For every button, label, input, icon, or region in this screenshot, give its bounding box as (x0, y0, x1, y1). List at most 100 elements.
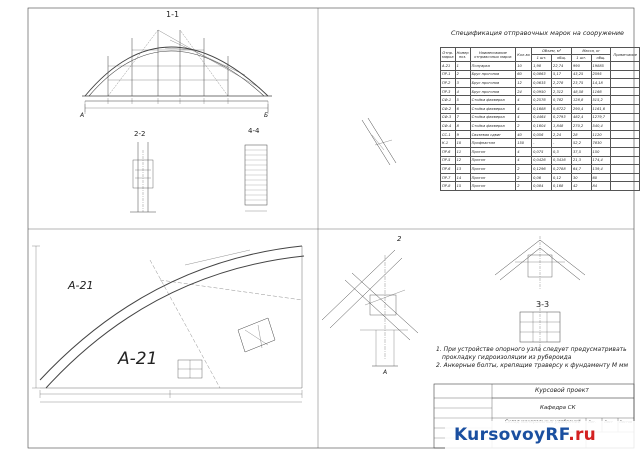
spec-cell: 1166 (590, 86, 612, 97)
spec-cell: 42 (571, 181, 592, 191)
logo-text: KursovoyRF (454, 425, 569, 445)
title-dept: Кафедра СК (540, 405, 576, 411)
spec-cell: СС-1 (440, 129, 456, 140)
spec-cell: 13 (454, 164, 471, 174)
spec-cell: 48,58 (571, 86, 592, 97)
spec-cell: Стойка фахверка (469, 95, 517, 105)
spec-cell: Полуарка (469, 61, 517, 71)
spec-cell: 10 (515, 61, 533, 71)
spec-cell: 0,056 (531, 129, 553, 140)
ridge-node-detail (494, 236, 586, 290)
spec-cell: Прогон (469, 172, 517, 183)
spec-cell: 7830 (590, 138, 612, 148)
spec-cell: Профнастил (469, 138, 517, 148)
spec-cell: 4 (515, 155, 533, 166)
spec-cell: 2 (515, 164, 533, 174)
title-project: Курсовой проект (535, 387, 589, 394)
spec-cell: 0,782 (551, 95, 572, 105)
spec-cell: 270,2 (571, 121, 592, 131)
spec-cell: 5,17 (551, 69, 572, 80)
spec-cell: ПР-6 (440, 164, 456, 174)
spec-cell: 1161,6 (590, 103, 612, 114)
spec-cell: СФ-4 (440, 121, 456, 131)
spec-cell: 0,3 (551, 146, 572, 157)
spec-cell: 5 (454, 95, 471, 105)
spec-col-name: Наименование отправочных марок (469, 47, 517, 62)
spec-cell: 10 (454, 138, 471, 148)
spec-sub-mass-1: 1 шт. (571, 54, 592, 62)
spec-cell: 12 (454, 155, 471, 166)
spec-cell: 14 (454, 172, 471, 183)
spec-col-note: Примечание (610, 47, 640, 62)
spec-cell-note (610, 69, 640, 80)
spec-cell: 2 (515, 181, 533, 191)
node-2-detail (321, 249, 419, 367)
spec-cell-note (610, 95, 640, 105)
half-arch-a21 (32, 245, 305, 403)
spec-cell: 0,2576 (531, 95, 553, 105)
spec-table: Отпр. марка Номер поз. Наименование отпр… (440, 47, 640, 191)
spec-cell: 150 (515, 138, 533, 148)
spec-cell: 28 (571, 129, 592, 140)
spec-cell: Связевая сдвиг (469, 129, 517, 140)
spec-cell: 6 (454, 103, 471, 114)
spec-cell: К-1 (440, 138, 456, 148)
label-arch-a21-small: А-21 (68, 279, 94, 292)
label-node-B: Б (264, 112, 269, 119)
spec-cell-note (610, 61, 640, 71)
spec-cell: А-21 (440, 61, 456, 71)
spec-cell: 4 (515, 103, 533, 114)
spec-cell: 40 (515, 129, 533, 140)
spec-cell-note (610, 155, 640, 166)
spec-cell: 1,848 (551, 121, 572, 131)
spec-cell: 1279,7 (590, 112, 612, 123)
column-section-2-2 (130, 142, 156, 213)
spec-col-pos: Номер поз. (454, 47, 471, 62)
spec-cell-note (610, 112, 640, 123)
watermark-logo[interactable]: KursovoyRF.ru (454, 425, 596, 445)
spec-cell: 64,7 (571, 164, 592, 174)
spec-cell: 12 (515, 78, 533, 88)
spec-title: Спецификация отправочных марок на сооруж… (451, 29, 624, 37)
spec-cell: 22,74 (551, 61, 572, 71)
spec-col-mark: Отпр. марка (440, 47, 456, 62)
spec-cell: 2,278 (551, 78, 572, 88)
spec-cell-note (610, 164, 640, 174)
spec-cell: 0,2788 (551, 164, 572, 174)
section-4-4 (244, 144, 268, 212)
spec-cell: 0,0426 (531, 155, 553, 166)
spec-cell: 60 (590, 172, 612, 183)
spec-cell: Стойка фахверка (469, 112, 517, 123)
note-line-1: 1. При устройстве опорного узла следует … (436, 346, 627, 353)
spec-col-volume: Объем, м³ (531, 47, 572, 55)
label-section-2-2: 2-2 (134, 130, 146, 138)
spec-cell: СФ-3 (440, 112, 456, 123)
spec-cell: 4 (454, 86, 471, 97)
spec-cell: Стойка фахверка (469, 121, 517, 131)
spec-cell: 4 (515, 112, 533, 123)
spec-cell: Прогон (469, 155, 517, 166)
spec-cell: Брус прогонов (469, 86, 517, 97)
spec-cell: Стойка фахверка (469, 103, 517, 114)
spec-cell-note (610, 129, 640, 140)
spec-cell: ПР-1 (440, 69, 456, 80)
spec-cell: Брус прогонов (469, 69, 517, 80)
spec-cell: Брус прогонов (469, 78, 517, 88)
spec-cell: 37,5 (571, 146, 592, 157)
spec-cell: 0,1604 (531, 121, 553, 131)
sheet-border (27, 7, 635, 449)
spec-cell: 60 (515, 69, 533, 80)
label-section-4-4: 4-4 (248, 127, 260, 135)
spec-cell: 174,4 (590, 155, 612, 166)
spec-cell: 0,4464 (531, 112, 553, 123)
spec-cell: 15 (454, 181, 471, 191)
note-line-3: 2. Анкерные болты, крепящие траверсу к ф… (436, 362, 629, 369)
spec-cell: 0,1296 (531, 164, 553, 174)
spec-cell: 0,06 (531, 172, 553, 183)
